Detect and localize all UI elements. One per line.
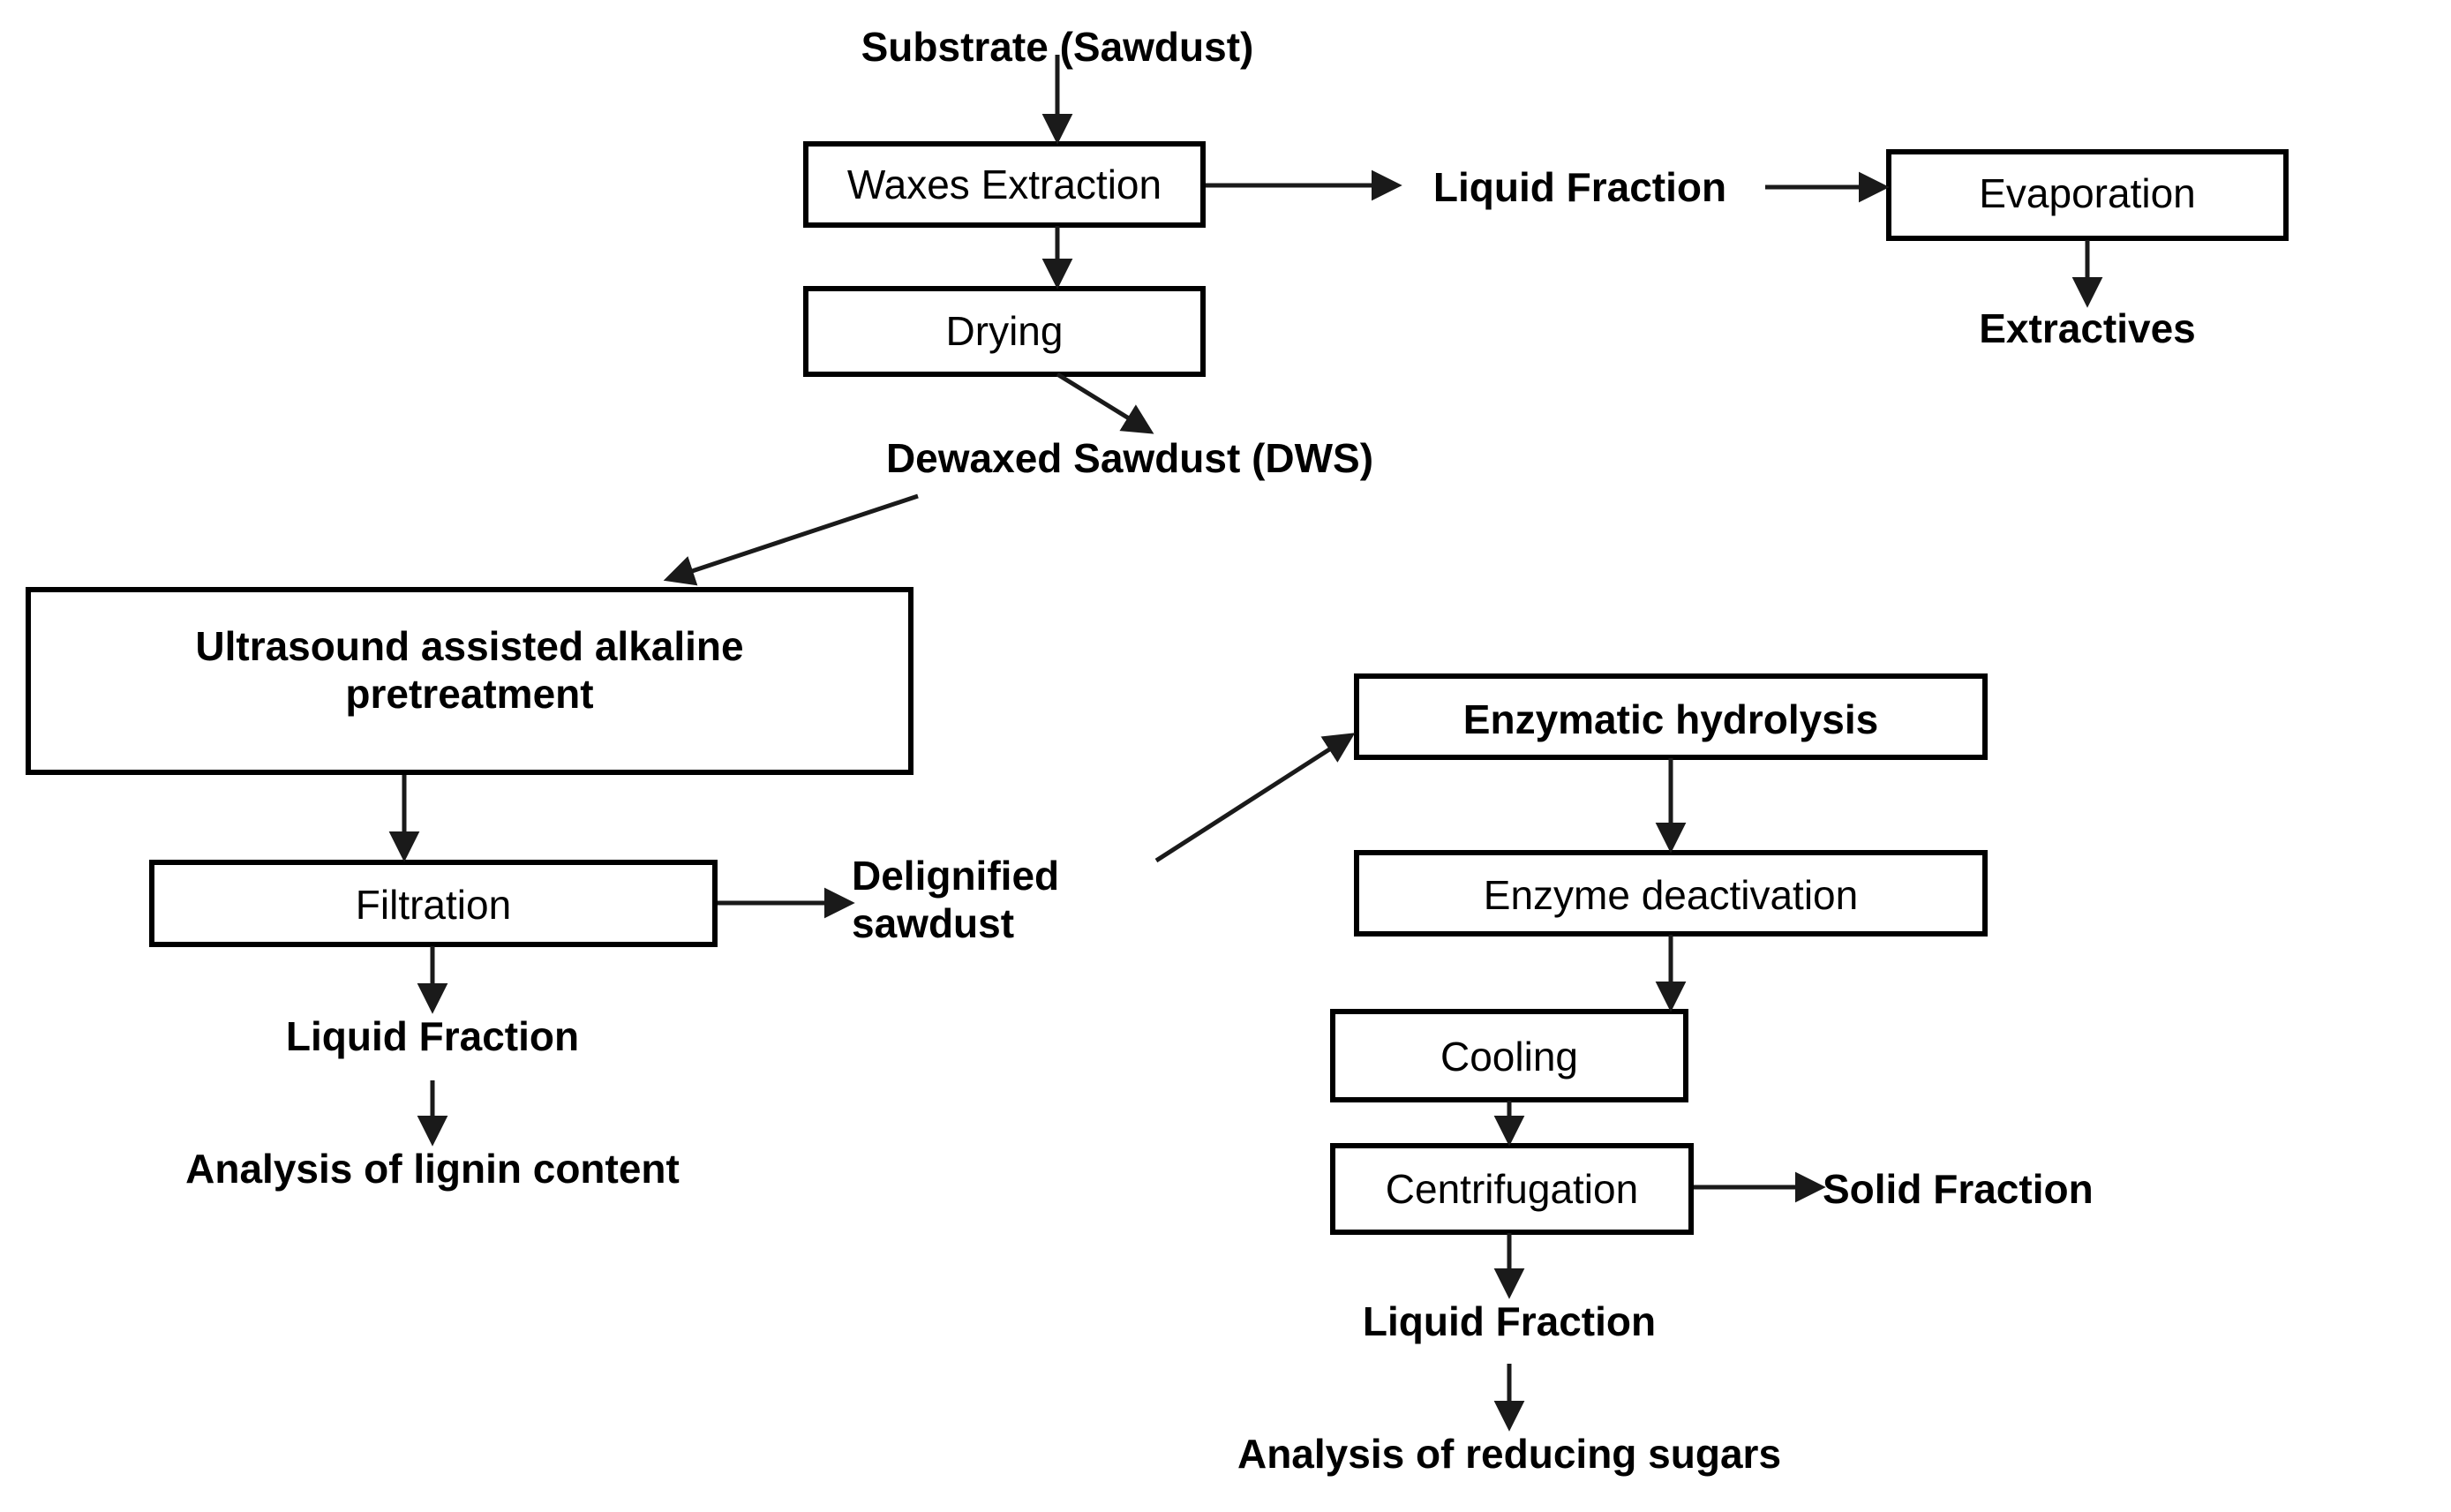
box-filtration[interactable] [149,860,718,947]
box-evaporation[interactable] [1886,149,2289,241]
box-enzyme-deactivation[interactable] [1354,850,1988,937]
edge-delignified-to-enzymatic [1154,733,1356,863]
edge-drying-to-dws [1056,372,1154,434]
edge-dws-to-ultrasound [663,493,919,586]
box-enzymatic-hydrolysis[interactable] [1354,673,1988,760]
box-cooling[interactable] [1330,1009,1688,1102]
box-ultrasound-pretreatment[interactable] [26,587,913,775]
box-drying[interactable] [803,286,1206,377]
box-centrifugation[interactable] [1330,1143,1694,1235]
box-waxes-extraction[interactable] [803,141,1206,228]
